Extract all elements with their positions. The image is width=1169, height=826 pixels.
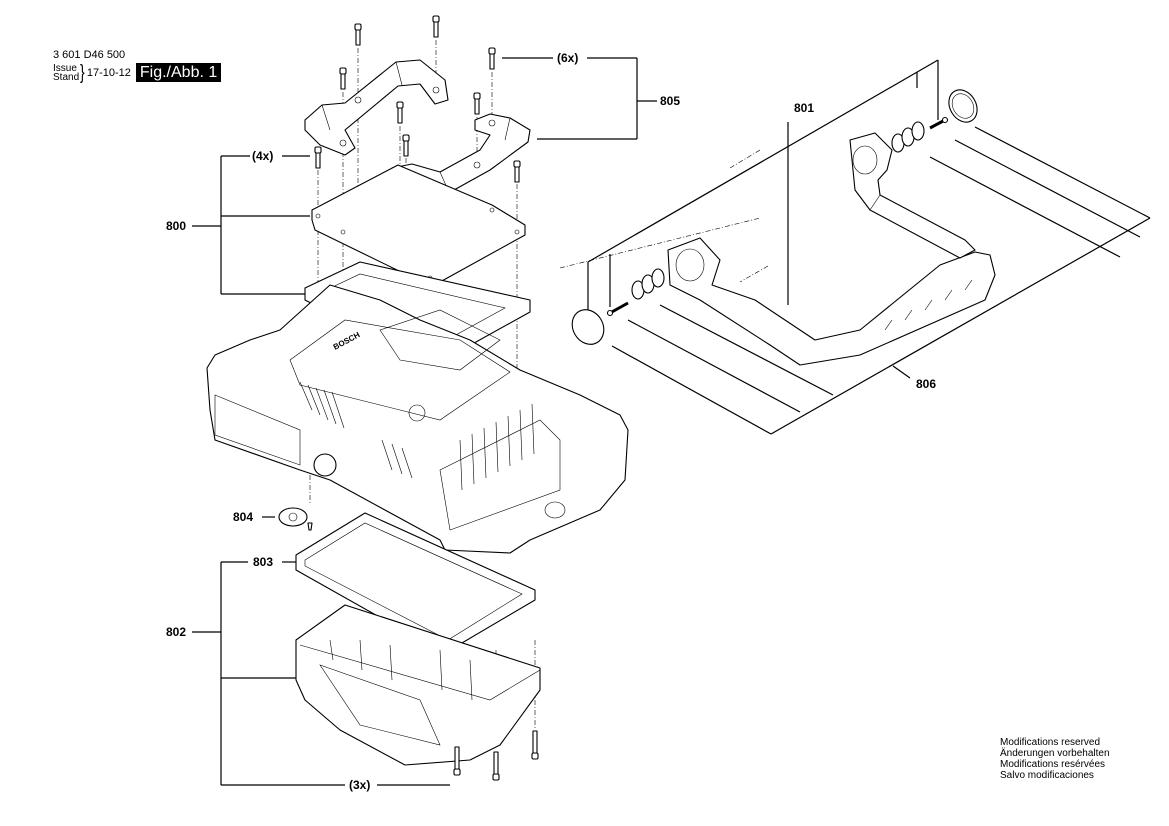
callout-803: 803 bbox=[253, 555, 273, 569]
callout-805: 805 bbox=[660, 94, 680, 108]
screw-icon bbox=[488, 47, 496, 70]
issue-date: 17-10-12 bbox=[86, 66, 131, 79]
brace-glyph: } bbox=[80, 61, 85, 84]
pin-icon-right bbox=[929, 116, 949, 130]
part-802-tray bbox=[295, 604, 541, 766]
leader-800 bbox=[192, 155, 310, 295]
end-cap-icon-left bbox=[571, 309, 605, 345]
part-800-cover-plate bbox=[311, 164, 526, 286]
callout-804: 804 bbox=[233, 510, 253, 524]
pin-icon-left bbox=[606, 301, 629, 317]
screw-icon bbox=[354, 23, 362, 46]
screw-icon bbox=[432, 15, 440, 38]
part-804-cap bbox=[278, 507, 313, 531]
part-main-housing: BOSCH bbox=[206, 284, 629, 554]
screws-802 bbox=[453, 730, 539, 781]
callout-801: 801 bbox=[794, 101, 814, 115]
screw-icon bbox=[531, 730, 539, 760]
vent-slats bbox=[299, 381, 535, 491]
screw-icon bbox=[453, 746, 461, 776]
callout-800: 800 bbox=[166, 219, 186, 233]
callout-802: 802 bbox=[166, 625, 186, 639]
screw-icon bbox=[473, 92, 481, 115]
issue-label: Issue bbox=[53, 62, 77, 74]
screw-icon bbox=[492, 751, 500, 781]
screw-icon bbox=[396, 101, 404, 124]
part-803-gasket bbox=[295, 512, 536, 651]
figure-label: Fig./Abb. 1 bbox=[135, 63, 222, 82]
note-line: Modifications reserved bbox=[1000, 737, 1101, 748]
spring-icon-right bbox=[891, 121, 925, 153]
qty-label-805: (6x) bbox=[557, 51, 578, 65]
issue-block: Issue Stand } 17-10-12 Fig./Abb. 1 bbox=[53, 61, 222, 84]
spring-icon-left bbox=[631, 268, 665, 300]
leader-801-806 bbox=[587, 59, 1151, 435]
screw-icon bbox=[402, 134, 410, 157]
issue-labels: Issue Stand bbox=[53, 62, 80, 83]
end-cap-icon-right bbox=[948, 89, 978, 123]
part-801-handle bbox=[667, 132, 996, 366]
stand-label: Stand bbox=[53, 71, 80, 83]
note-line: Salvo modificaciones bbox=[1000, 770, 1094, 781]
document-number: 3 601 D46 500 bbox=[53, 49, 126, 61]
leader-805 bbox=[502, 57, 657, 140]
screw-icon bbox=[314, 146, 322, 169]
note-line: Modifications resérvées bbox=[1000, 759, 1106, 770]
note-line: Änderungen vorbehalten bbox=[1000, 748, 1110, 759]
qty-label-802: (3x) bbox=[349, 778, 370, 792]
callout-806: 806 bbox=[916, 377, 936, 391]
screw-icon bbox=[339, 67, 347, 90]
leader-802-803 bbox=[192, 561, 450, 786]
screw-icon bbox=[513, 160, 521, 183]
handle-ribs bbox=[884, 279, 973, 331]
qty-label-800: (4x) bbox=[252, 149, 273, 163]
modification-notes: Modifications reserved Änderungen vorbeh… bbox=[1000, 737, 1110, 781]
part-805-handle-left bbox=[304, 59, 449, 156]
